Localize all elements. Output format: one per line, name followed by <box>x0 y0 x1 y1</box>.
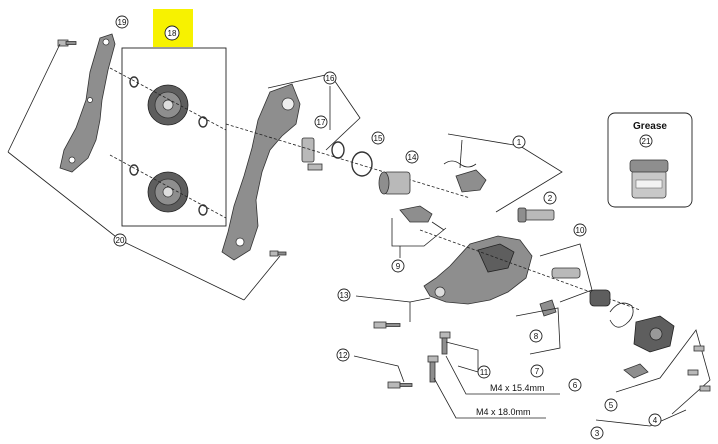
bracket-1 <box>447 133 563 213</box>
callout-8: 8 <box>529 329 543 343</box>
callout-5: 5 <box>604 398 618 412</box>
spring-assembly-1[interactable] <box>443 160 487 193</box>
cage-screw-top[interactable] <box>57 39 77 47</box>
leader-3 <box>595 409 687 427</box>
bolts-11[interactable] <box>427 331 451 383</box>
svg-text:11: 11 <box>480 368 489 377</box>
svg-text:5: 5 <box>609 401 614 410</box>
bracket-16 <box>267 73 361 151</box>
svg-text:21: 21 <box>642 137 651 146</box>
callout-17: 17 <box>314 115 328 129</box>
callout-19: 19 <box>115 15 129 29</box>
callout-12: 12 <box>336 348 350 362</box>
callout-11: 11 <box>477 365 491 379</box>
inner-cage-plate[interactable] <box>221 83 301 261</box>
callout-14: 14 <box>405 150 419 164</box>
bushing-14[interactable] <box>378 171 411 195</box>
svg-text:9: 9 <box>396 262 401 271</box>
pivot-axis <box>225 123 471 199</box>
upper-pulley[interactable] <box>147 84 189 126</box>
bolt-12[interactable] <box>387 381 413 389</box>
svg-text:2: 2 <box>548 194 553 203</box>
box-13 <box>355 295 431 322</box>
bolt-b-dimension: M4 x 18.0mm <box>476 407 531 417</box>
bracket-4 <box>615 329 711 415</box>
callout-9: 9 <box>391 259 405 273</box>
grease-jar-icon <box>629 159 669 199</box>
svg-text:18: 18 <box>168 29 177 38</box>
callout-6: 6 <box>568 378 582 392</box>
cap-screws[interactable] <box>687 345 711 392</box>
box-12 <box>353 355 405 383</box>
main-body[interactable] <box>423 235 533 305</box>
lower-pulley[interactable] <box>147 171 189 213</box>
pulley-set-box <box>121 47 227 227</box>
callout-2: 2 <box>543 191 557 205</box>
svg-text:16: 16 <box>326 74 335 83</box>
svg-text:17: 17 <box>317 118 326 127</box>
bolt-dim-leaders <box>433 355 560 419</box>
svg-text:19: 19 <box>118 18 127 27</box>
callout-16: 16 <box>323 71 337 85</box>
svg-text:7: 7 <box>535 367 540 376</box>
callout-10: 10 <box>573 223 587 237</box>
callout-4: 4 <box>648 413 662 427</box>
pivot-spacers[interactable] <box>301 137 345 171</box>
svg-text:13: 13 <box>340 291 349 300</box>
adjust-screw-2[interactable] <box>517 207 555 223</box>
callout-15: 15 <box>371 131 385 145</box>
pulley-axis-lines <box>109 67 227 219</box>
svg-text:20: 20 <box>116 236 125 245</box>
bolt-a-dimension: M4 x 15.4mm <box>490 383 545 393</box>
callout-13: 13 <box>337 288 351 302</box>
callout-3: 3 <box>590 426 604 440</box>
callout-1: 1 <box>512 135 526 149</box>
spring-6[interactable] <box>609 302 634 328</box>
svg-text:14: 14 <box>408 153 417 162</box>
callout-20: 20 <box>113 233 127 247</box>
svg-text:12: 12 <box>339 351 348 360</box>
plate-screw[interactable] <box>269 250 287 257</box>
callout-7: 7 <box>530 364 544 378</box>
svg-text:10: 10 <box>576 226 585 235</box>
svg-text:8: 8 <box>534 332 539 341</box>
outer-cage-plate[interactable] <box>59 33 116 173</box>
callout-21: 21 <box>639 134 653 148</box>
svg-text:15: 15 <box>374 134 383 143</box>
leader-20 <box>7 43 281 301</box>
box-9 <box>391 218 447 258</box>
clutch-unit-5[interactable] <box>633 315 675 353</box>
bracket-10 <box>539 243 593 303</box>
lever-part[interactable] <box>623 363 649 379</box>
svg-text:6: 6 <box>573 381 578 390</box>
svg-text:4: 4 <box>653 416 658 425</box>
damper-unit[interactable] <box>589 289 611 307</box>
box-11 <box>445 341 479 373</box>
box-7 <box>515 307 561 355</box>
svg-text:3: 3 <box>595 429 600 438</box>
bolt-13[interactable] <box>373 321 401 329</box>
roller-10[interactable] <box>551 267 581 279</box>
snap-ring-15[interactable] <box>351 151 373 177</box>
cable-guide-9[interactable] <box>399 205 445 231</box>
grease-title: Grease <box>633 121 667 132</box>
svg-text:1: 1 <box>517 138 522 147</box>
callout-18: 18 <box>164 25 180 41</box>
clip-8[interactable] <box>539 299 557 317</box>
